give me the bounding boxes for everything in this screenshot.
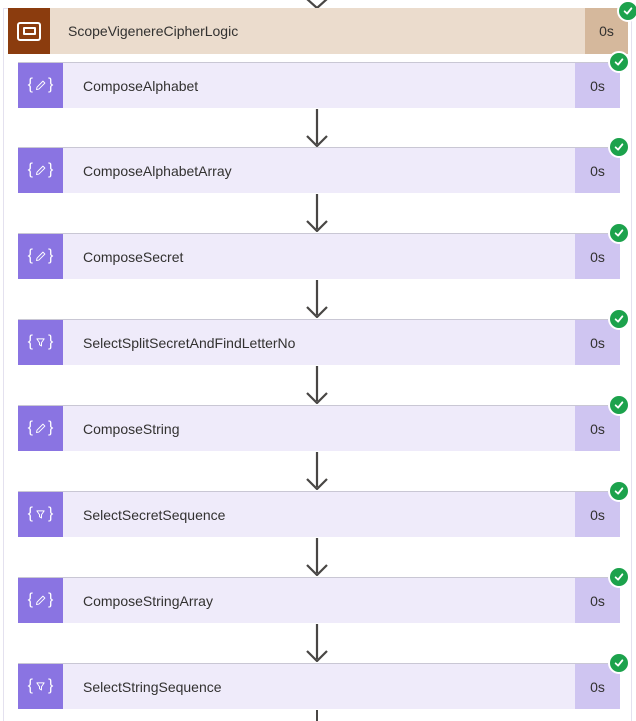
action-title: ComposeAlphabetArray — [83, 162, 232, 179]
success-checkmark-icon — [608, 566, 630, 588]
success-checkmark-icon — [617, 0, 636, 22]
connector-arrow — [306, 280, 328, 318]
success-checkmark-icon — [608, 652, 630, 674]
scope-title: ScopeVigenereCipherLogic — [68, 23, 239, 39]
action-title: ComposeString — [83, 420, 180, 437]
connector-line-outgoing — [316, 710, 318, 721]
scope-card[interactable]: ScopeVigenereCipherLogic 0s — [8, 8, 628, 54]
success-checkmark-icon — [608, 308, 630, 330]
success-checkmark-icon — [608, 136, 630, 158]
connector-arrow — [306, 194, 328, 232]
action-title: SelectSecretSequence — [83, 506, 226, 523]
compose-braces-pencil-icon: {} — [18, 63, 63, 108]
connector-arrow — [306, 452, 328, 490]
action-card-composealphabet[interactable]: {} ComposeAlphabet 0s — [18, 62, 620, 108]
action-title: SelectStringSequence — [83, 678, 222, 695]
action-card-selectsecretsequence[interactable]: {} SelectSecretSequence 0s — [18, 491, 620, 537]
connector-arrow — [306, 538, 328, 576]
select-braces-funnel-icon: {} — [18, 492, 63, 537]
action-card-composesecret[interactable]: {} ComposeSecret 0s — [18, 233, 620, 279]
compose-braces-pencil-icon: {} — [18, 578, 63, 623]
action-card-composealphabetarray[interactable]: {} ComposeAlphabetArray 0s — [18, 147, 620, 193]
scope-icon — [8, 8, 50, 54]
compose-braces-pencil-icon: {} — [18, 234, 63, 279]
action-card-composestringarray[interactable]: {} ComposeStringArray 0s — [18, 577, 620, 623]
success-checkmark-icon — [608, 222, 630, 244]
action-card-composestring[interactable]: {} ComposeString 0s — [18, 405, 620, 451]
success-checkmark-icon — [608, 51, 630, 73]
action-card-selectsplitsecretandfindletterno[interactable]: {} SelectSplitSecretAndFindLetterNo 0s — [18, 319, 620, 365]
action-title: ComposeSecret — [83, 248, 184, 265]
action-title: ComposeStringArray — [83, 592, 213, 609]
action-title: SelectSplitSecretAndFindLetterNo — [83, 334, 296, 351]
connector-arrow — [306, 109, 328, 147]
select-braces-funnel-icon: {} — [18, 320, 63, 365]
connector-arrow — [306, 366, 328, 404]
action-card-selectstringsequence[interactable]: {} SelectStringSequence 0s — [18, 663, 620, 709]
compose-braces-pencil-icon: {} — [18, 148, 63, 193]
success-checkmark-icon — [608, 480, 630, 502]
success-checkmark-icon — [608, 394, 630, 416]
select-braces-funnel-icon: {} — [18, 664, 63, 709]
action-title: ComposeAlphabet — [83, 77, 199, 94]
compose-braces-pencil-icon: {} — [18, 406, 63, 451]
connector-arrow — [306, 624, 328, 662]
